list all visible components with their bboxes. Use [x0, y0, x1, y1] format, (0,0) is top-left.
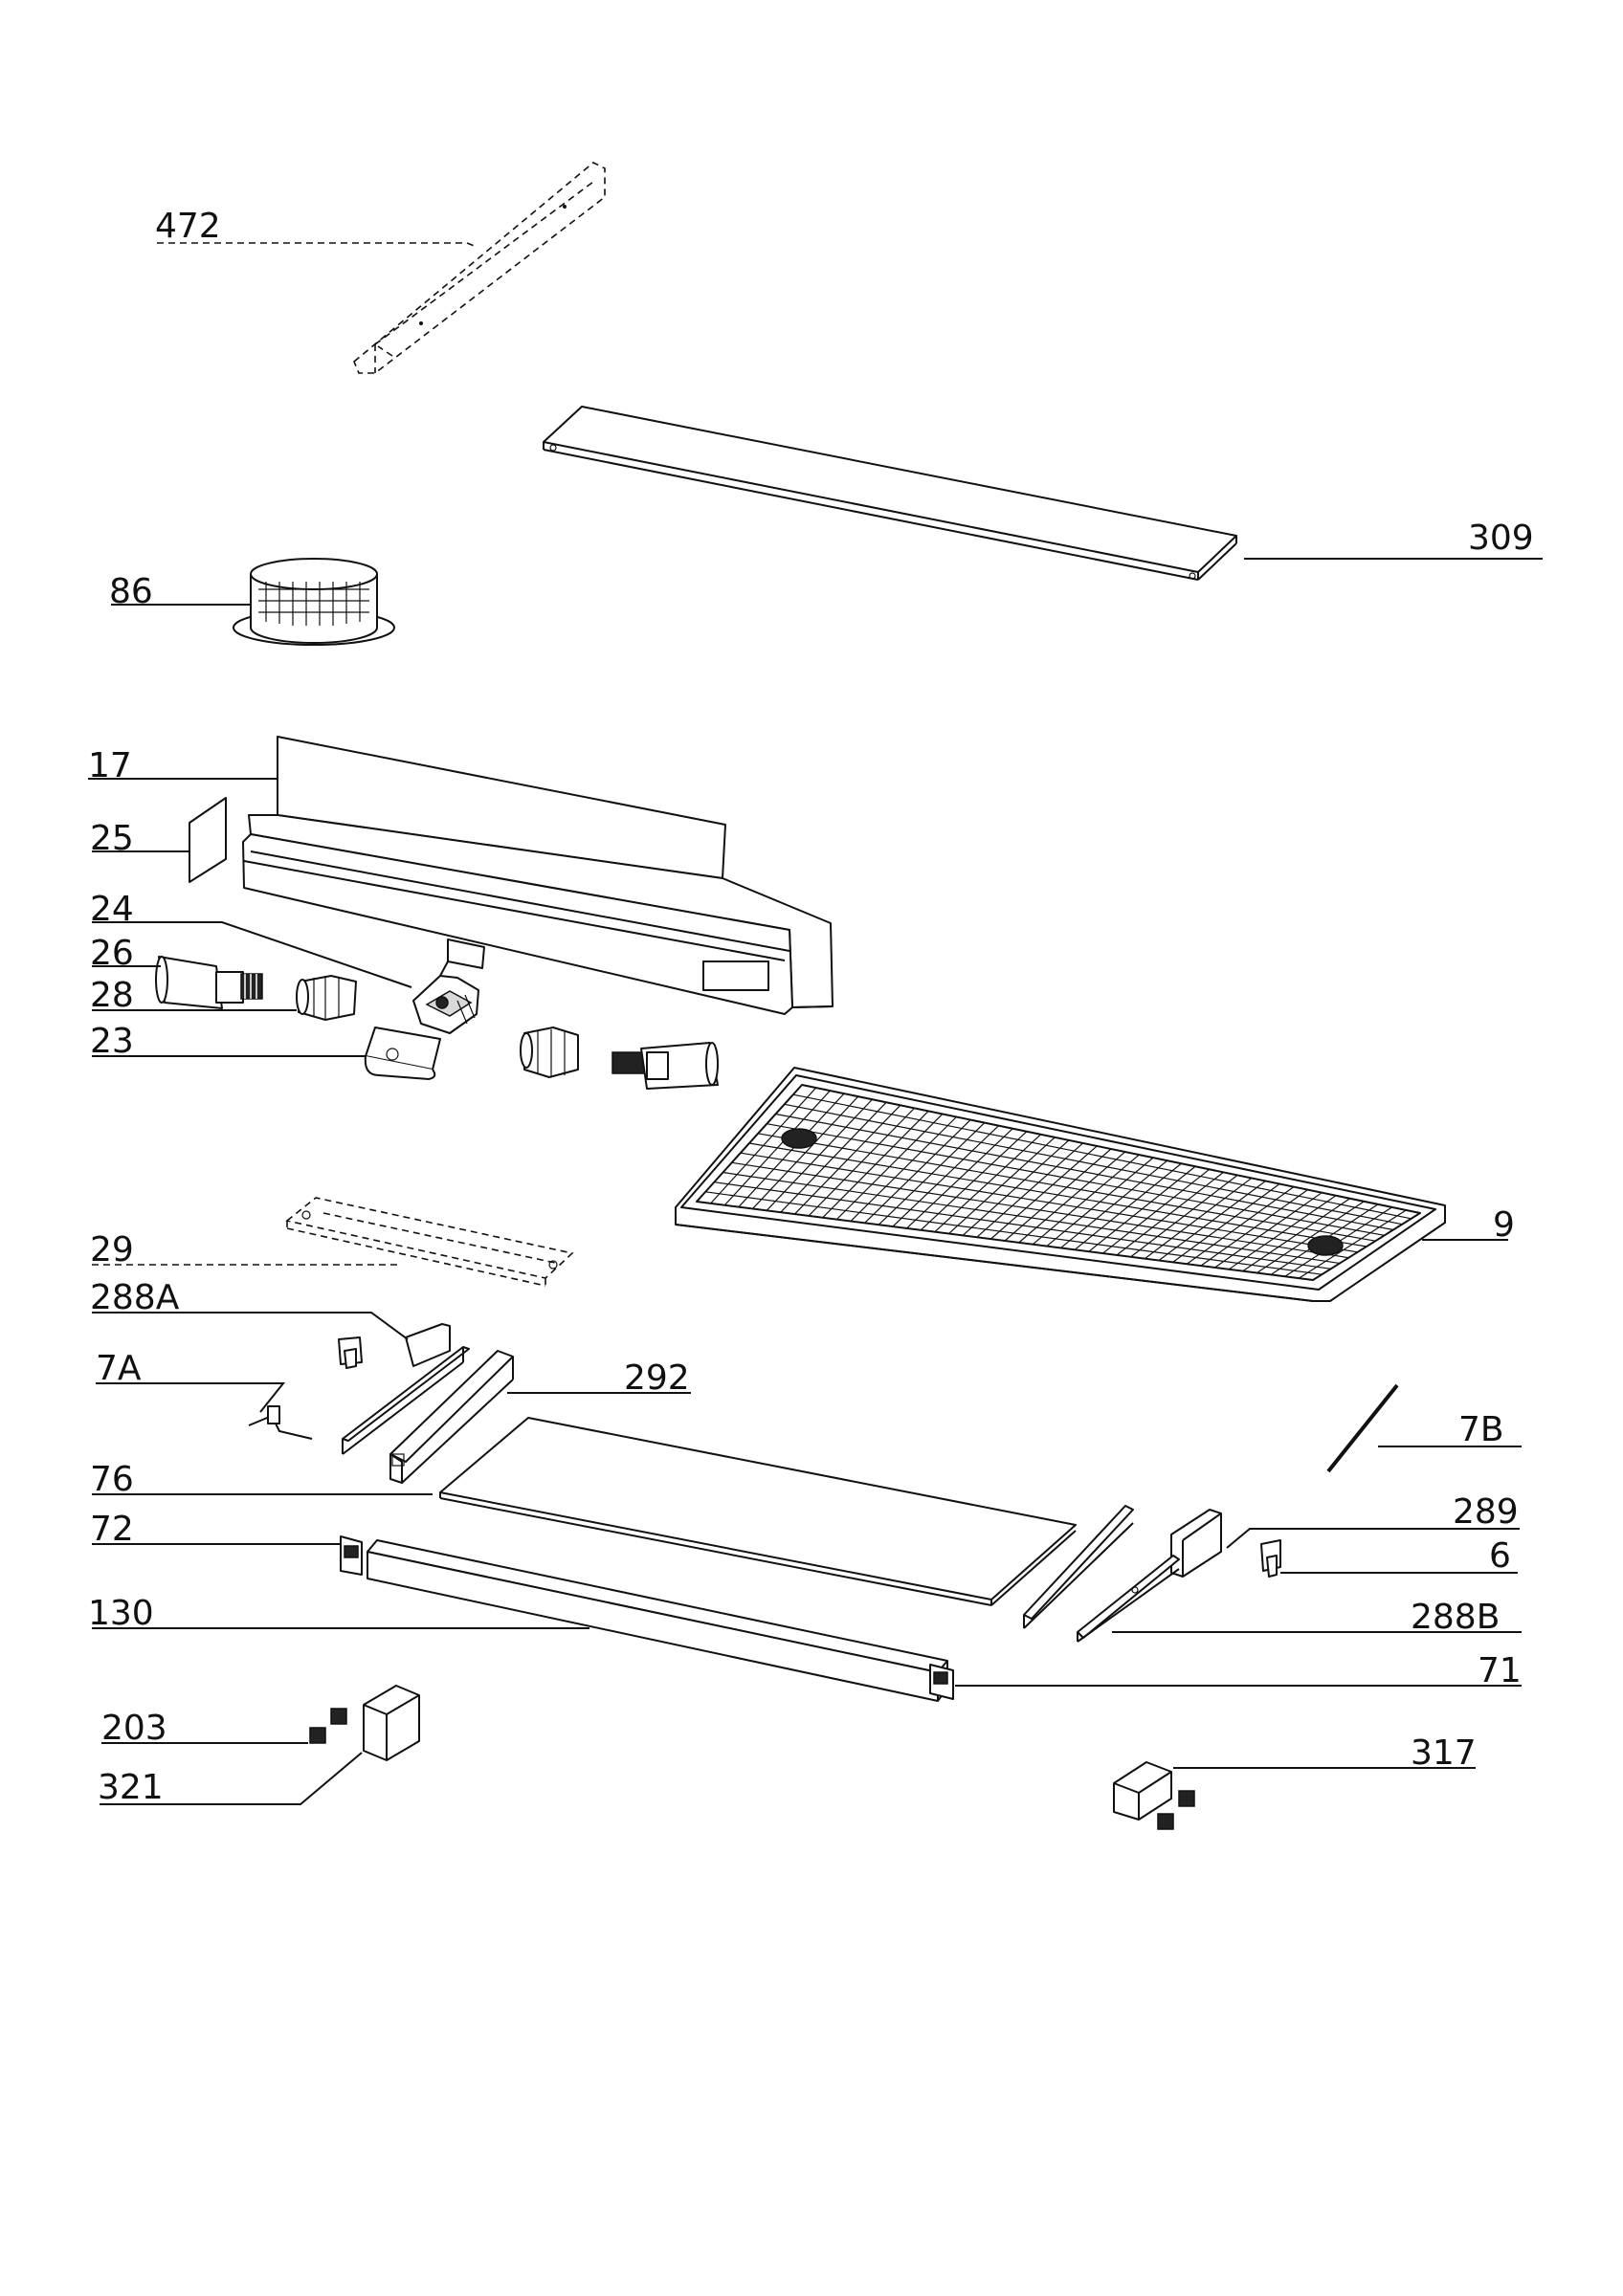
part-321-foot-drawing — [363, 1685, 420, 1761]
part-86-collar-drawing — [233, 558, 395, 646]
label-71: 71 — [1478, 1651, 1522, 1690]
label-28: 28 — [90, 976, 134, 1015]
label-29: 29 — [90, 1230, 134, 1269]
label-317: 317 — [1411, 1733, 1477, 1773]
part-288b-rail-drawing — [1023, 1505, 1180, 1643]
label-7a: 7A — [96, 1349, 142, 1388]
part-76-panel-drawing — [439, 1417, 1077, 1606]
part-317-foot-drawing — [1113, 1761, 1195, 1830]
label-321: 321 — [98, 1768, 164, 1807]
part-309-strip-drawing — [543, 406, 1237, 581]
part-203-screws-drawing — [309, 1708, 347, 1744]
label-130: 130 — [88, 1594, 154, 1633]
label-23: 23 — [90, 1022, 134, 1061]
part-130-front-bar-drawing — [367, 1539, 948, 1702]
label-289: 289 — [1453, 1492, 1519, 1532]
label-17: 17 — [88, 746, 132, 785]
part-17-housing-drawing — [242, 736, 834, 1015]
label-288a: 288A — [90, 1278, 180, 1317]
label-6: 6 — [1489, 1536, 1511, 1576]
part-7b-rod-drawing — [1326, 1383, 1399, 1473]
label-24: 24 — [90, 890, 134, 929]
label-309: 309 — [1468, 519, 1534, 558]
part-472-bracket-drawing — [353, 162, 606, 374]
part-71-end-cap-drawing — [929, 1664, 954, 1700]
part-26-knob-right-drawing — [611, 1042, 719, 1090]
label-292: 292 — [624, 1358, 690, 1398]
label-203: 203 — [101, 1709, 167, 1748]
label-7b: 7B — [1458, 1410, 1504, 1449]
part-72-end-cap-drawing — [340, 1535, 363, 1576]
part-labels: 472 309 86 17 25 24 26 28 23 9 29 288A 7… — [88, 207, 1534, 1807]
part-9-grid-filter-drawing — [675, 1067, 1446, 1302]
label-86: 86 — [109, 572, 153, 611]
label-26: 26 — [90, 934, 134, 973]
part-292-rail-drawing — [389, 1350, 514, 1484]
part-6-clip-drawing — [1260, 1539, 1281, 1578]
leader-lines — [88, 242, 1543, 1805]
part-29-template-drawing — [285, 1197, 574, 1287]
label-72: 72 — [90, 1510, 134, 1549]
part-28-sleeve-drawing — [296, 975, 357, 1021]
part-28-sleeve-right-drawing — [520, 1027, 579, 1078]
part-288a-rail-drawing — [338, 1323, 470, 1455]
label-472: 472 — [155, 207, 221, 246]
label-76: 76 — [90, 1460, 134, 1499]
part-23-half-pipe-drawing — [364, 1027, 441, 1080]
part-25-plate-drawing — [189, 797, 227, 883]
part-7a-clip-drawing — [248, 1405, 313, 1440]
part-289-block-drawing — [1170, 1509, 1222, 1578]
part-24-clip-drawing — [412, 938, 485, 1034]
label-288b: 288B — [1411, 1598, 1500, 1637]
label-25: 25 — [90, 819, 134, 858]
part-26-knob-drawing — [155, 956, 263, 1009]
label-9: 9 — [1493, 1205, 1515, 1245]
